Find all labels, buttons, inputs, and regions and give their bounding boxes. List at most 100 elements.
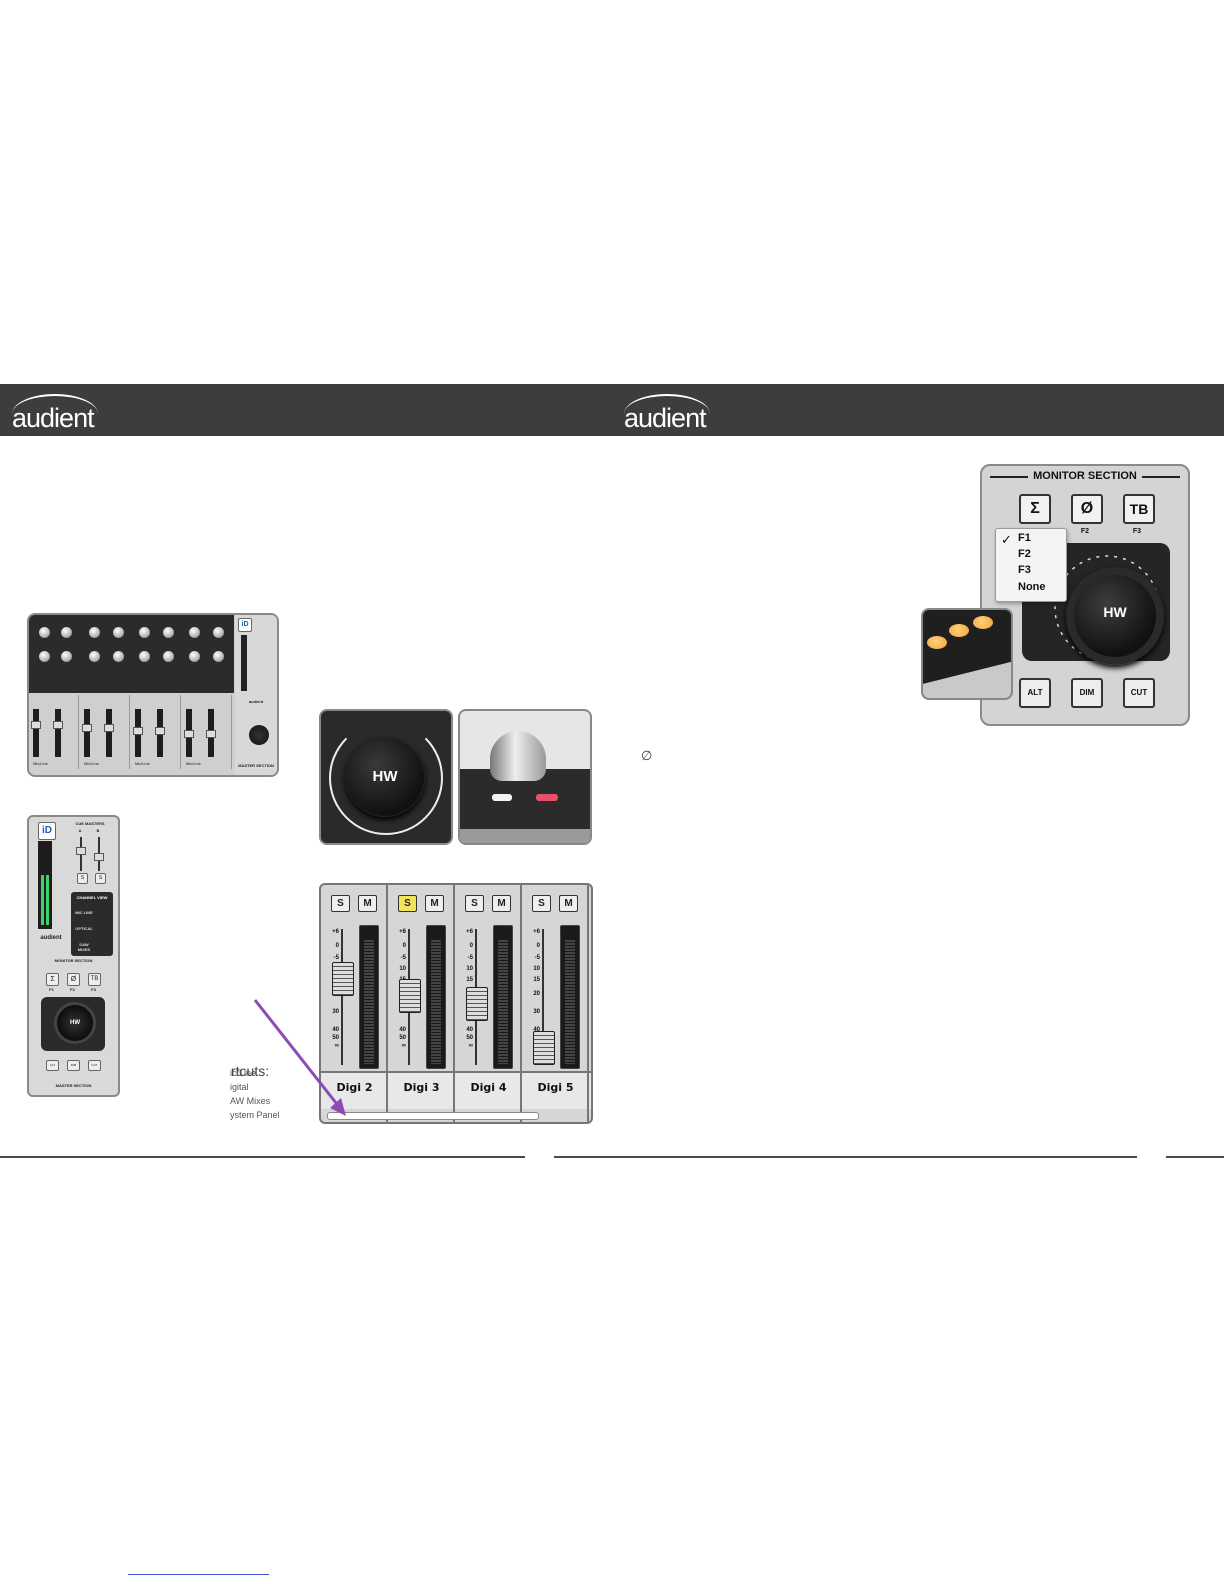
menu-item-f2[interactable]: F2 xyxy=(1018,548,1031,560)
mute-button[interactable]: M xyxy=(358,895,377,912)
dim-button[interactable]: DIM xyxy=(1071,678,1103,708)
menu-item-none[interactable]: None xyxy=(1018,581,1046,593)
scale-tick-label: +6 xyxy=(332,929,339,935)
sum-button[interactable]: Σ xyxy=(1019,494,1051,524)
phase-button[interactable]: Ø xyxy=(67,973,80,986)
id-badge: iD xyxy=(38,822,56,840)
scale-tick-label: 30 xyxy=(533,1009,540,1015)
menu-item-f1[interactable]: F1 xyxy=(1018,532,1031,544)
mixer-gain-knob[interactable] xyxy=(189,651,200,662)
checkmark-icon: ✓ xyxy=(1001,532,1012,547)
master-section-image: iD CUE MASTERS A B S S CHANNEL VIEW MIC … xyxy=(27,815,120,1097)
channel-strip: SM+60-5101520304050∞Digi 4 xyxy=(455,885,522,1122)
level-meter xyxy=(426,925,446,1069)
mute-button[interactable]: M xyxy=(559,895,578,912)
mixer-gain-knob[interactable] xyxy=(61,627,72,638)
mute-button[interactable]: M xyxy=(425,895,444,912)
cue-b-label: B xyxy=(96,828,100,833)
scale-tick-label: -5 xyxy=(400,955,406,961)
scale-tick-label: 15 xyxy=(533,977,540,983)
level-meter xyxy=(493,925,513,1069)
cut-button[interactable]: CUT xyxy=(88,1060,101,1071)
shortcut-item: ic/Line xyxy=(230,1068,257,1078)
scale-tick-label: +6 xyxy=(466,929,473,935)
channel-strips-image: SM+60-5101520304050∞Digi 2SM+60-51015203… xyxy=(319,883,593,1124)
master-brand: audient xyxy=(40,935,62,941)
mixer-master-label: MASTER SECTION xyxy=(238,763,274,768)
view-option-daw-mixes[interactable]: DAW MIXES xyxy=(77,942,91,952)
view-option-mic-line[interactable]: MIC LINE xyxy=(75,910,93,915)
cue-masters-label: CUE MASTERS xyxy=(75,821,105,826)
channel-name: Digi 4 xyxy=(470,1081,507,1094)
mixer-fader[interactable] xyxy=(104,724,114,732)
scale-tick-label: +6 xyxy=(399,929,406,935)
dim-button[interactable]: DIM xyxy=(67,1060,80,1071)
fader-cap[interactable] xyxy=(332,962,354,996)
scale-tick-label: 10 xyxy=(399,966,406,972)
cue-a-fader[interactable] xyxy=(76,847,86,855)
mixer-gain-knob[interactable] xyxy=(39,627,50,638)
solo-button[interactable]: S xyxy=(398,895,417,912)
alt-button[interactable]: ALT xyxy=(1019,678,1051,708)
menu-item-f3[interactable]: F3 xyxy=(1018,564,1031,576)
scale-tick-label: 0 xyxy=(536,943,540,949)
cue-b-fader[interactable] xyxy=(94,853,104,861)
f3-label: F3 xyxy=(91,987,96,992)
channel-name: Digi 2 xyxy=(336,1081,373,1094)
mixer-gain-knob[interactable] xyxy=(163,627,174,638)
mixer-fader[interactable] xyxy=(82,724,92,732)
mixer-master-side: iD audient MASTER SECTION xyxy=(235,615,277,775)
mixer-fader[interactable] xyxy=(31,721,41,729)
footer-rule xyxy=(1166,1156,1224,1158)
f2-label: F2 xyxy=(1080,528,1090,535)
mixer-gain-knob[interactable] xyxy=(39,651,50,662)
solo-button[interactable]: S xyxy=(465,895,484,912)
cue-a-solo-button[interactable]: S xyxy=(77,873,88,884)
mixer-gain-knob[interactable] xyxy=(113,651,124,662)
sum-button[interactable]: Σ xyxy=(46,973,59,986)
fader-cap[interactable] xyxy=(533,1031,555,1065)
channel-strip: SM+60-5101520304050∞Digi 2 xyxy=(321,885,388,1122)
mixer-channel-pair: Mic/Line xyxy=(131,695,181,769)
mixer-gain-knob[interactable] xyxy=(89,651,100,662)
mixer-gain-knob[interactable] xyxy=(61,651,72,662)
channel-strip: SM+60-5101520304050∞Digi 3 xyxy=(388,885,455,1122)
channel-scrollbar[interactable] xyxy=(327,1112,539,1120)
mixer-gain-knob[interactable] xyxy=(213,627,224,638)
f2-label: F2 xyxy=(70,987,75,992)
cue-b-solo-button[interactable]: S xyxy=(95,873,106,884)
hw-knob-image: HW xyxy=(319,709,453,845)
mixer-strip-label: Mic/Line xyxy=(84,761,99,766)
mixer-gain-knob[interactable] xyxy=(213,651,224,662)
scale-tick-label: 0 xyxy=(402,943,406,949)
solo-button[interactable]: S xyxy=(532,895,551,912)
monitor-section-title: MONITOR SECTION xyxy=(1033,470,1137,482)
talkback-button[interactable]: TB xyxy=(88,973,101,986)
cut-button[interactable]: CUT xyxy=(1123,678,1155,708)
mixer-fader[interactable] xyxy=(133,727,143,735)
fader-cap[interactable] xyxy=(466,987,488,1021)
mixer-gain-knob[interactable] xyxy=(89,627,100,638)
mixer-gain-knob[interactable] xyxy=(163,651,174,662)
mixer-fader[interactable] xyxy=(184,730,194,738)
mute-button[interactable]: M xyxy=(492,895,511,912)
hw-knob-label: HW xyxy=(1103,604,1127,620)
fader-cap[interactable] xyxy=(399,978,421,1013)
solo-button[interactable]: S xyxy=(331,895,350,912)
mixer-channel-pair: Mic/Line xyxy=(29,695,79,769)
alt-button[interactable]: ALT xyxy=(46,1060,59,1071)
phase-button[interactable]: Ø xyxy=(1071,494,1103,524)
scale-tick-label: 40 xyxy=(466,1027,473,1033)
mixer-gain-knob[interactable] xyxy=(189,627,200,638)
mixer-fader[interactable] xyxy=(206,730,216,738)
scale-tick-label: 40 xyxy=(399,1027,406,1033)
mixer-gain-knob[interactable] xyxy=(113,627,124,638)
mixer-gain-knob[interactable] xyxy=(139,651,150,662)
view-option-optical[interactable]: OPTICAL xyxy=(75,926,93,931)
mixer-gain-knob[interactable] xyxy=(139,627,150,638)
mixer-fader[interactable] xyxy=(155,727,165,735)
mixer-fader[interactable] xyxy=(53,721,63,729)
f-function-menu: ✓ F1 F2 F3 None xyxy=(995,528,1067,602)
talkback-button[interactable]: TB xyxy=(1123,494,1155,524)
